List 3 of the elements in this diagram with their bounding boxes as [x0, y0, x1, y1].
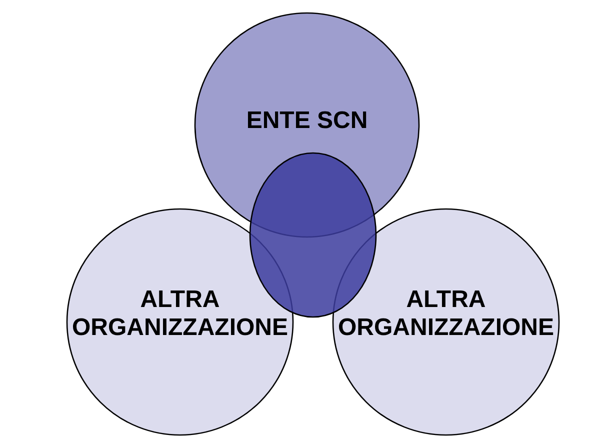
circle-label: ENTE SCN: [245, 107, 369, 135]
circle-label: ALTRA ORGANIZZAZIONE: [71, 286, 289, 342]
circle-label: ALTRA ORGANIZZAZIONE: [337, 286, 555, 342]
